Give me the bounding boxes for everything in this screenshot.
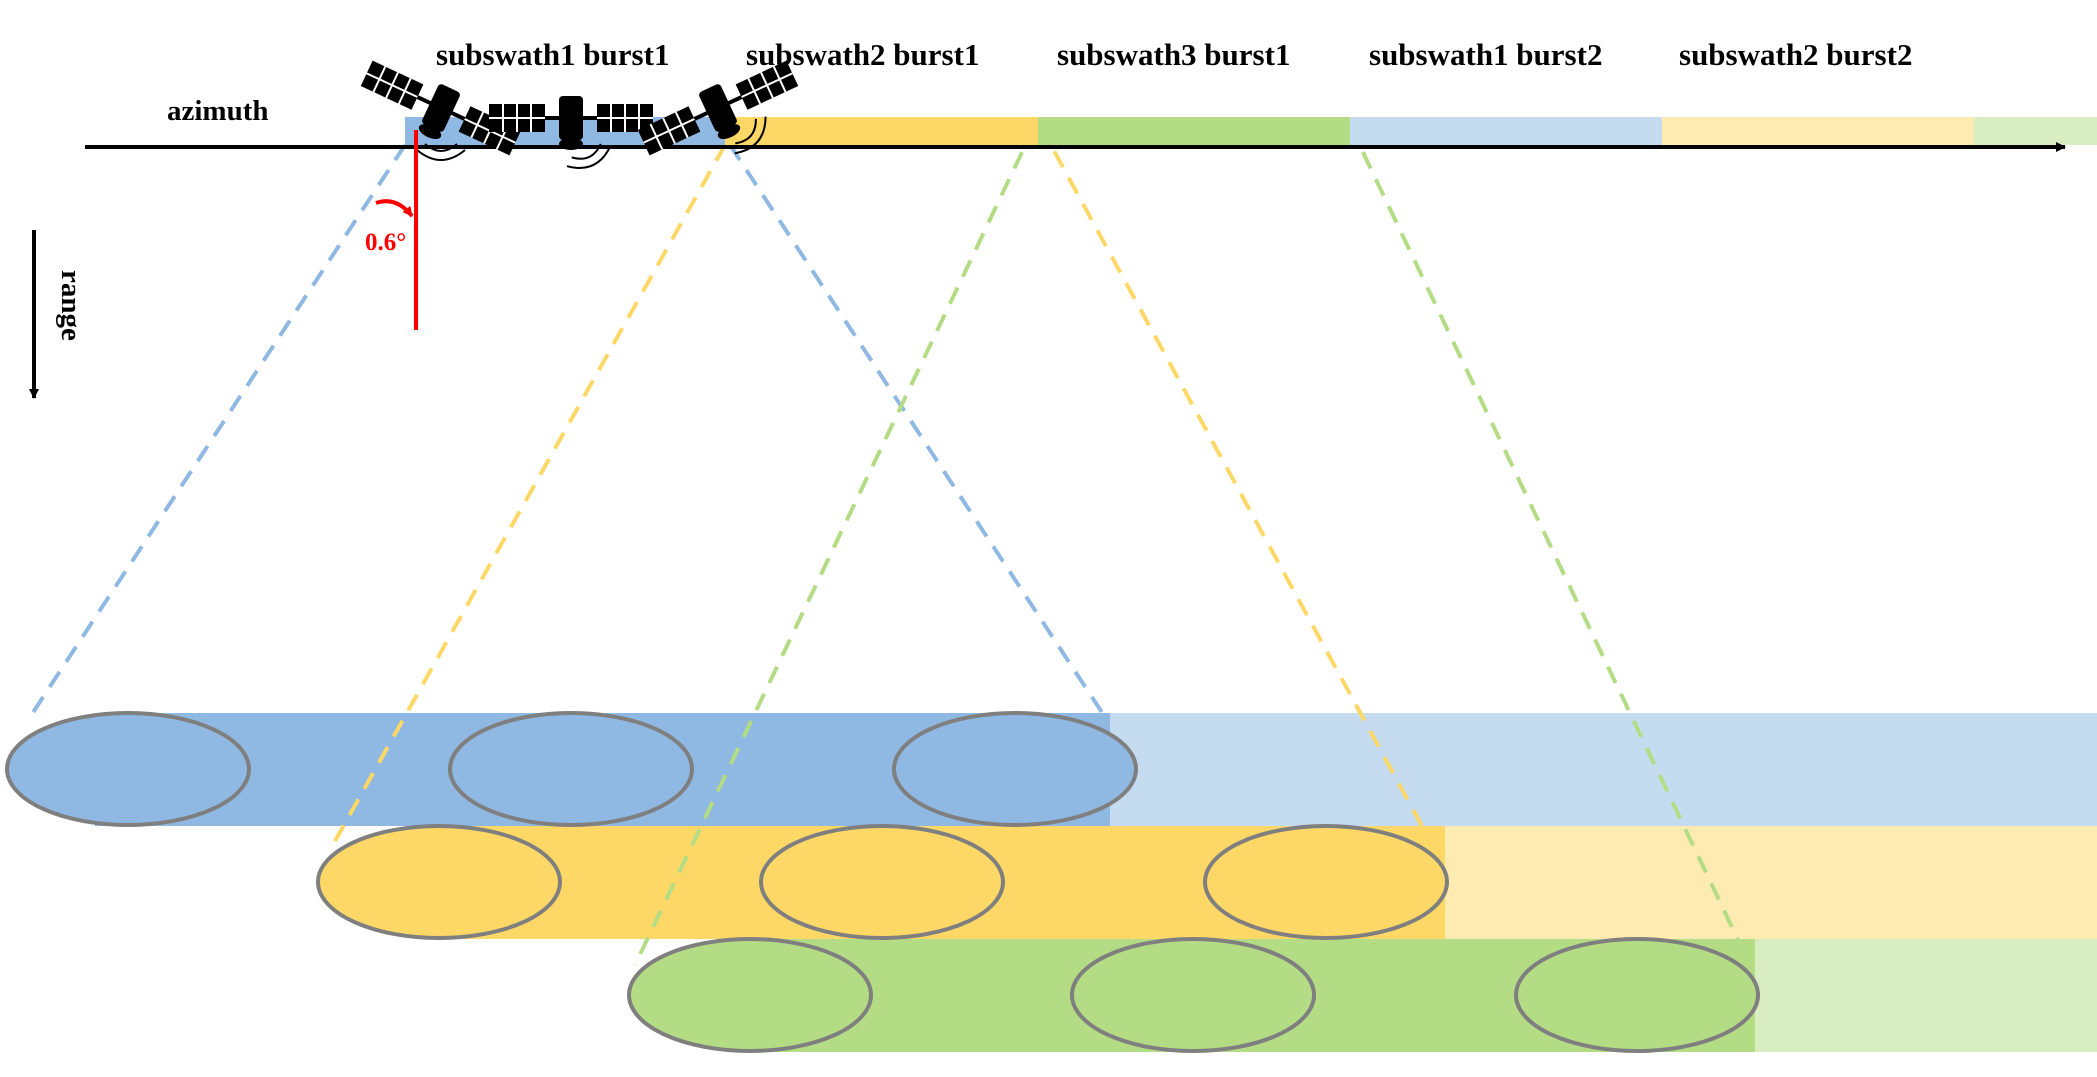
subswath3-footprints	[627, 937, 1760, 1053]
azimuth-label: azimuth	[167, 95, 269, 127]
timeline-subswath2-burst1	[725, 117, 1038, 145]
beam-line-subswath3	[633, 124, 1037, 966]
timeline-subswath1-burst2	[1350, 117, 1662, 145]
footprint-ellipse	[316, 824, 562, 940]
subswath1-footprints	[5, 711, 1138, 827]
burst-label-subswath2-burst1: subswath2 burst1	[746, 37, 979, 72]
angle-arc	[375, 199, 414, 218]
beam-line-subswath1	[728, 143, 1107, 719]
footprint-ellipse	[627, 937, 873, 1053]
range-label: range	[55, 270, 87, 341]
footprint-ellipse	[1514, 937, 1760, 1053]
burst-label-subswath2-burst2: subswath2 burst2	[1679, 37, 1912, 72]
burst-label-subswath3-burst1: subswath3 burst1	[1057, 37, 1290, 72]
burst-label-subswath1-burst1: subswath1 burst1	[436, 37, 669, 72]
timeline-subswath2-burst2	[1662, 117, 1974, 145]
timeline-subswath3-burst1	[1038, 117, 1350, 145]
footprint-ellipse	[448, 711, 694, 827]
subswath2-footprints	[316, 824, 1449, 940]
footprint-ellipse	[1070, 937, 1316, 1053]
beam-line-subswath1	[28, 143, 407, 719]
beam-line-subswath3	[1348, 124, 1752, 966]
footprint-ellipse	[1203, 824, 1449, 940]
angle-label: 0.6°	[365, 229, 406, 256]
beam-lines	[28, 124, 1752, 966]
squint-angle-indicator	[375, 130, 418, 330]
footprint-ellipse	[759, 824, 1005, 940]
burst-label-subswath1-burst2: subswath1 burst2	[1369, 37, 1602, 72]
beam-line-subswath2	[1038, 124, 1437, 851]
timeline-subswath3-burst2	[1974, 117, 2097, 145]
beam-line-subswath2	[328, 144, 727, 851]
footprint-ellipse	[5, 711, 251, 827]
footprint-ellipse	[892, 711, 1138, 827]
subswath3-strip	[750, 939, 2097, 1052]
